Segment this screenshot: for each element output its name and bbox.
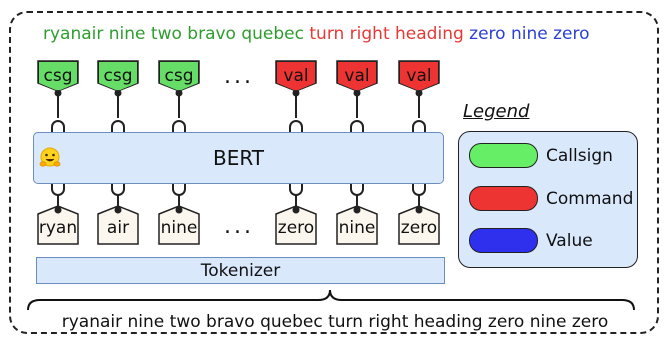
connector-dot	[415, 206, 423, 214]
top-sentence: ryanair nine two bravo quebec turn right…	[43, 24, 590, 44]
connector-dot	[54, 206, 62, 214]
input-ellipsis: ...	[224, 214, 254, 239]
legend-label-value: Value	[546, 230, 593, 251]
legend-swatch-command	[469, 186, 538, 211]
connector-socket	[111, 188, 125, 196]
connector-socket	[350, 120, 364, 128]
legend-box: Callsign Command Value	[458, 131, 638, 268]
connector-socket	[350, 188, 364, 196]
tokenizer-box: Tokenizer	[36, 257, 445, 284]
bert-model-box: BERT	[33, 132, 444, 184]
input-token-4: zero	[277, 218, 315, 238]
connector-socket	[51, 188, 65, 196]
connector-socket	[172, 188, 186, 196]
bert-label: BERT	[212, 146, 264, 170]
hugging-face-icon	[39, 147, 61, 167]
input-token-shape	[37, 205, 79, 245]
input-token-shape	[158, 205, 200, 245]
legend-title: Legend	[463, 101, 530, 122]
connector-dot	[114, 206, 122, 214]
connector-socket	[51, 120, 65, 128]
connector-socket	[289, 120, 303, 128]
output-ellipsis: ...	[224, 64, 254, 89]
connector-socket	[111, 120, 125, 128]
legend-item-callsign: Callsign	[469, 143, 613, 168]
tokenizer-label: Tokenizer	[200, 260, 281, 281]
outer-dashed-frame	[9, 11, 659, 334]
connector-dot	[175, 206, 183, 214]
bottom-sentence: ryanair nine two bravo quebec turn right…	[61, 312, 609, 332]
connector-dot	[292, 206, 300, 214]
input-token-6: zero	[400, 218, 438, 238]
connector-socket	[172, 120, 186, 128]
legend-item-value: Value	[469, 228, 593, 253]
input-token-shape	[398, 205, 440, 245]
value-segment: zero nine zero	[463, 24, 590, 44]
legend-item-command: Command	[469, 186, 633, 211]
input-token-shape	[336, 205, 378, 245]
input-token-shape	[97, 205, 139, 245]
connector-dot	[353, 206, 361, 214]
legend-swatch-value	[469, 228, 538, 253]
connector-socket	[412, 120, 426, 128]
legend-label-command: Command	[546, 188, 634, 209]
input-token-3: nine	[160, 218, 198, 238]
callsign-segment: ryanair nine two bravo quebec	[43, 24, 304, 44]
input-token-shape	[275, 205, 317, 245]
input-token-5: nine	[338, 218, 376, 238]
input-token-1: ryan	[38, 218, 78, 238]
curly-brace	[27, 289, 635, 311]
connector-socket	[289, 188, 303, 196]
input-token-2: air	[106, 218, 130, 238]
legend-label-callsign: Callsign	[546, 145, 613, 166]
command-segment: turn right heading	[303, 24, 464, 44]
connector-socket	[412, 188, 426, 196]
legend-swatch-callsign	[469, 143, 538, 168]
